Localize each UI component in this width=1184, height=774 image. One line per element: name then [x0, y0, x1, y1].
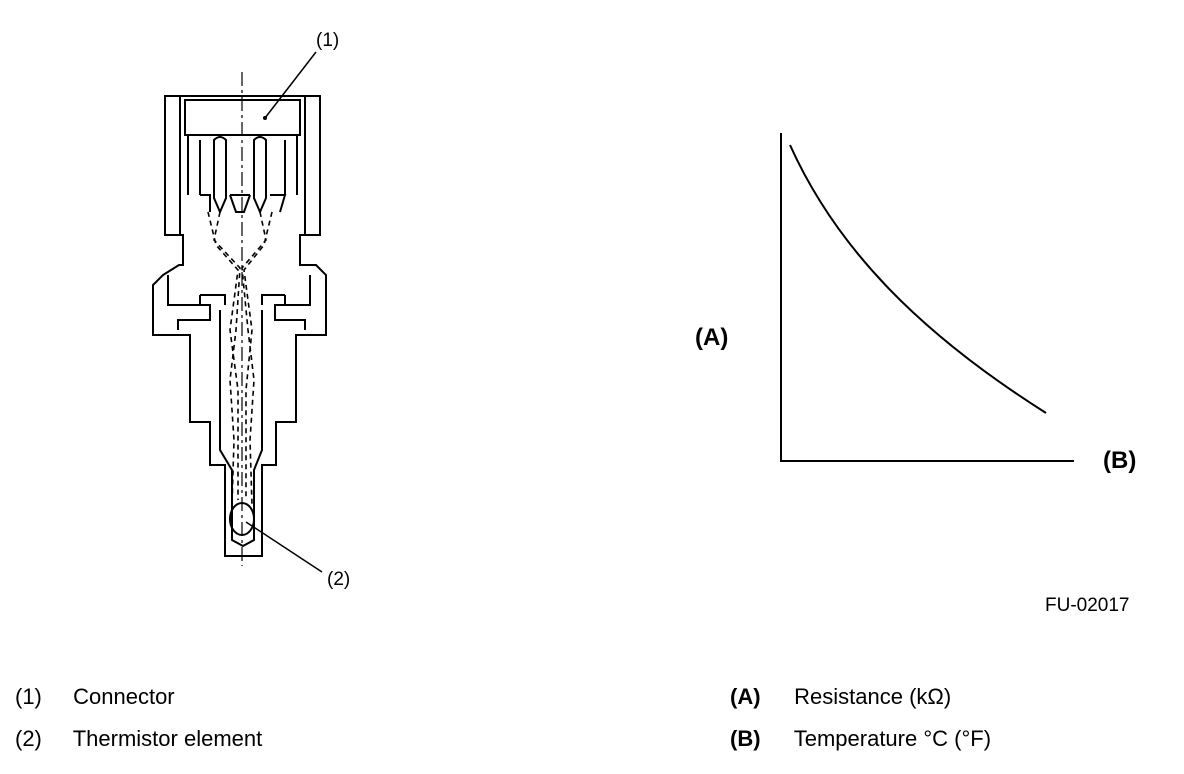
- legend-key: (A): [730, 684, 761, 709]
- figure-id: FU-02017: [1045, 595, 1130, 616]
- legend-key: (1): [15, 684, 42, 709]
- legend-text: Temperature °C (°F): [793, 726, 992, 751]
- leader-line-connector: [264, 51, 317, 119]
- hex-seat: [199, 294, 286, 305]
- probe-inner-tube: [219, 310, 263, 548]
- legend-text: Connector: [73, 684, 175, 709]
- sensor-cross-section: [152, 95, 327, 557]
- leader-dot-connector: [263, 116, 267, 120]
- terminal-pin-left: [213, 136, 227, 215]
- flange-inner: [167, 275, 311, 330]
- legend-text: Resistance (kΩ): [794, 684, 952, 709]
- legend-item-temperature: (B) Temperature °C (°F): [730, 726, 991, 752]
- legend-item-resistance: (A) Resistance (kΩ): [730, 684, 951, 710]
- terminal-pin-right: [253, 136, 267, 215]
- leader-line-thermistor: [245, 521, 323, 573]
- callout-thermistor: (2): [327, 569, 350, 590]
- terminal-base: [200, 194, 287, 213]
- connector-cavity: [187, 135, 298, 195]
- legend-item-thermistor: (2) Thermistor element: [15, 726, 262, 752]
- legend-key: (B): [730, 726, 761, 751]
- legend-text: Thermistor element: [72, 726, 263, 751]
- connector-inner-shell: [179, 96, 306, 235]
- internal-leads: [207, 211, 273, 506]
- graph-y-label: (A): [695, 324, 728, 351]
- legend-item-connector: (1) Connector: [15, 684, 175, 710]
- graph-x-label: (B): [1103, 447, 1136, 474]
- resistance-graph: (A) (B): [695, 133, 1136, 474]
- sensor-outer-outline: [152, 95, 327, 557]
- callout-connector: (1): [316, 30, 339, 51]
- legend-key: (2): [15, 726, 42, 751]
- resistance-curve: [789, 144, 1047, 414]
